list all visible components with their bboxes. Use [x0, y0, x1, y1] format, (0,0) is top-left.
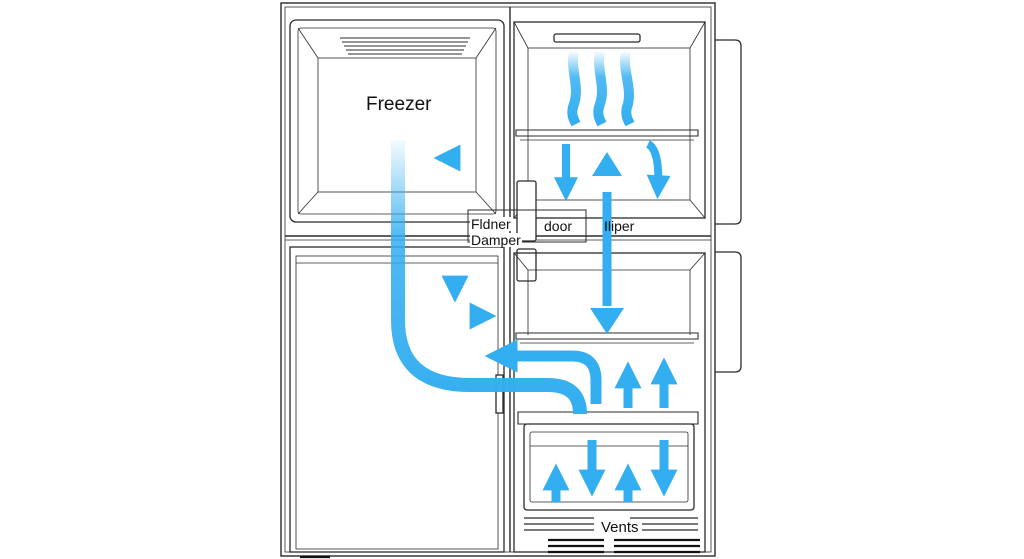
damper-label-line1: Fldner: [470, 216, 512, 232]
upper-shelf: [515, 129, 699, 141]
airflow-top-stream-2: [593, 50, 607, 127]
crisper-drawer: [517, 411, 699, 511]
upper-right-compartment: [513, 21, 706, 219]
left-door-handle: [495, 374, 504, 414]
airflow-freezer-duct: [391, 140, 587, 415]
freezer-compartment: [289, 19, 505, 223]
airflow-arrows: [391, 50, 678, 502]
top-light-fixture: [553, 33, 641, 43]
cabinet-outer: [280, 2, 716, 557]
base-grille: [300, 538, 700, 559]
double-arrow-head-down: [590, 308, 624, 334]
door-hinges: [715, 39, 742, 373]
airflow-return-left-arrow: [484, 339, 602, 404]
double-arrow-head-up: [592, 152, 622, 176]
airflow-top-stream-1: [567, 50, 581, 127]
diper-label: Iliper: [604, 218, 635, 234]
freezer-label: Freezer: [366, 94, 432, 115]
airflow-upper-down-right: [645, 140, 671, 200]
freezer-vent-grille: [340, 37, 470, 55]
control-panel: [467, 209, 587, 243]
middle-shelf: [515, 332, 699, 344]
airflow-top-stream-3: [620, 50, 635, 127]
vents-label: Vents: [598, 520, 642, 535]
damper-label-line2: Damper: [470, 232, 522, 248]
door-label: door: [544, 218, 573, 234]
center-controls: [467, 180, 587, 282]
